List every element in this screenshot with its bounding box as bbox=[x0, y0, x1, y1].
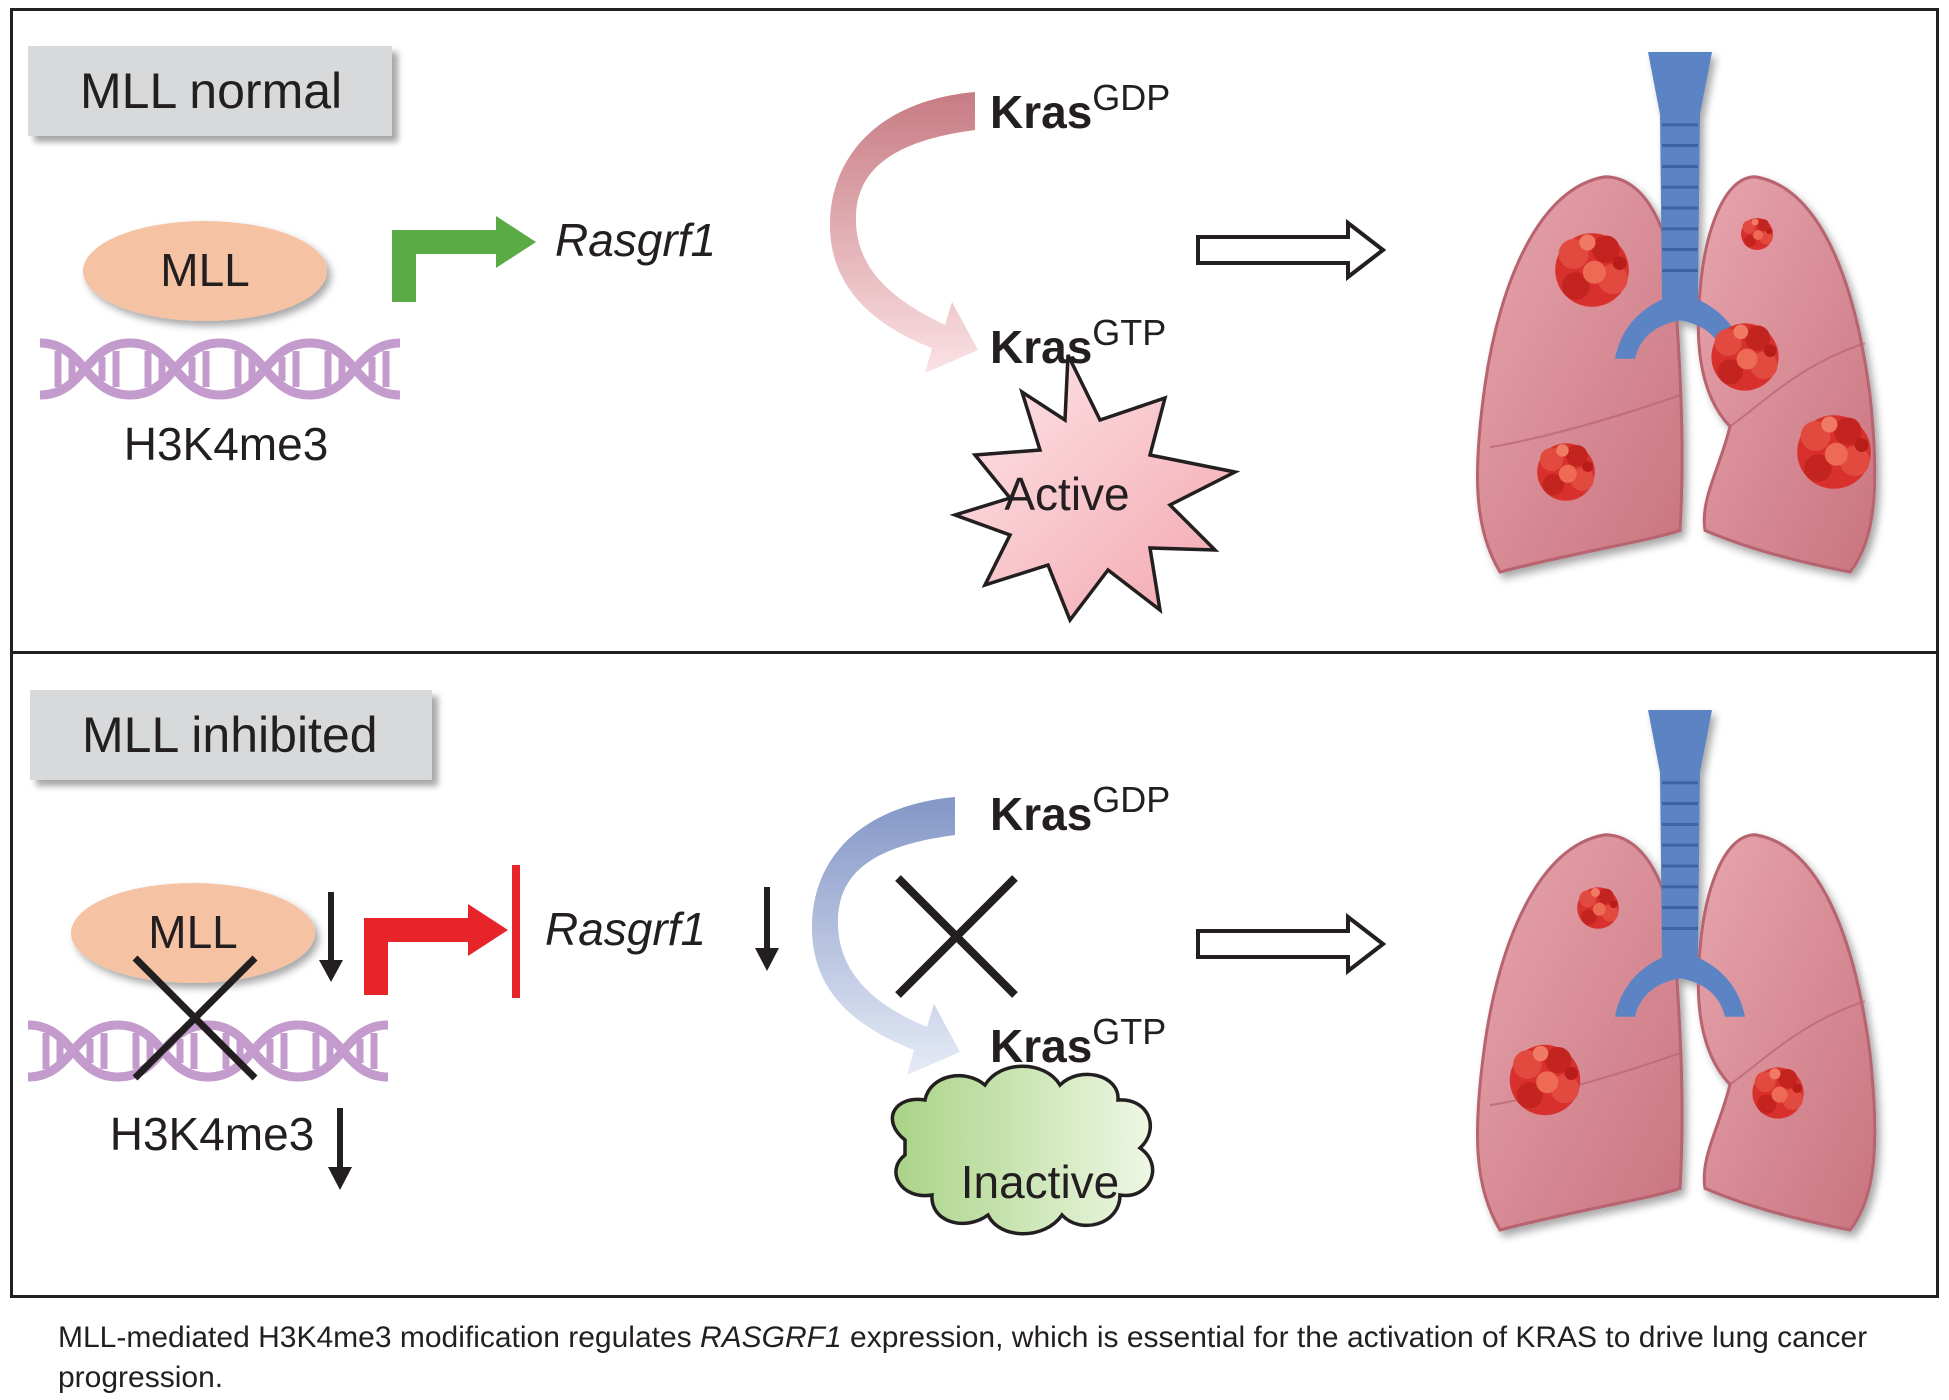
state-label: Inactive bbox=[961, 1156, 1120, 1208]
kras-cycle-arrow bbox=[829, 92, 978, 373]
hollow-arrow-icon bbox=[1196, 221, 1385, 279]
state-label: Active bbox=[1004, 468, 1129, 520]
dna-helix-icon bbox=[40, 343, 400, 395]
down-arrow-icon bbox=[328, 1108, 352, 1190]
histone-mark-label: H3K4me3 bbox=[124, 418, 329, 470]
figure-caption: MLL-mediated H3K4me3 modification regula… bbox=[58, 1321, 1868, 1394]
promoter-arrow bbox=[364, 904, 508, 995]
cross-icon bbox=[132, 955, 258, 1081]
lungs-icon bbox=[1475, 708, 1877, 1232]
tumor-icon bbox=[1711, 323, 1779, 391]
tumor-icon bbox=[1577, 887, 1619, 929]
hollow-arrow-icon bbox=[1196, 915, 1385, 973]
cross-icon bbox=[895, 875, 1018, 998]
tumor-icon bbox=[1509, 1044, 1581, 1116]
panel-inhibited bbox=[10, 651, 1939, 1298]
promoter-arrow bbox=[392, 216, 536, 302]
histone-mark-label: H3K4me3 bbox=[110, 1108, 315, 1160]
lungs-icon bbox=[1475, 50, 1877, 574]
panel-normal-graphics: MLL H3K4me3 Rasgrf1 KrasGDP KrasGTP Acti… bbox=[40, 50, 1877, 624]
tumor-icon bbox=[1797, 415, 1871, 489]
tumor-icon bbox=[1555, 233, 1629, 307]
tumor-icon bbox=[1752, 1067, 1804, 1119]
kras-gdp-label: KrasGDP bbox=[990, 779, 1170, 840]
down-arrow-icon bbox=[755, 887, 779, 971]
tumor-icon bbox=[1741, 218, 1773, 250]
kras-gtp-label: KrasGTP bbox=[990, 312, 1166, 373]
gene-label: Rasgrf1 bbox=[555, 214, 716, 266]
kras-gtp-label: KrasGTP bbox=[990, 1011, 1166, 1072]
mll-protein bbox=[83, 221, 327, 321]
panel-label-inhibited: MLL inhibited bbox=[30, 690, 432, 780]
diagram-canvas: MLL H3K4me3 Rasgrf1 KrasGDP KrasGTP Acti… bbox=[0, 50, 1877, 1236]
mll-label: MLL bbox=[160, 244, 249, 296]
kras-cycle-arrow bbox=[811, 797, 960, 1075]
mll-label: MLL bbox=[148, 906, 237, 958]
panel-inhibited-graphics: MLL H3K4me3 Rasgrf1 bbox=[28, 708, 1877, 1236]
kras-gdp-label: KrasGDP bbox=[990, 77, 1170, 138]
inactive-cloud bbox=[890, 1064, 1155, 1236]
tumor-icon bbox=[1537, 443, 1595, 501]
panel-label-normal: MLL normal bbox=[28, 46, 392, 136]
gene-label: Rasgrf1 bbox=[545, 903, 706, 955]
active-starburst bbox=[949, 354, 1241, 624]
down-arrow-icon bbox=[319, 892, 343, 982]
